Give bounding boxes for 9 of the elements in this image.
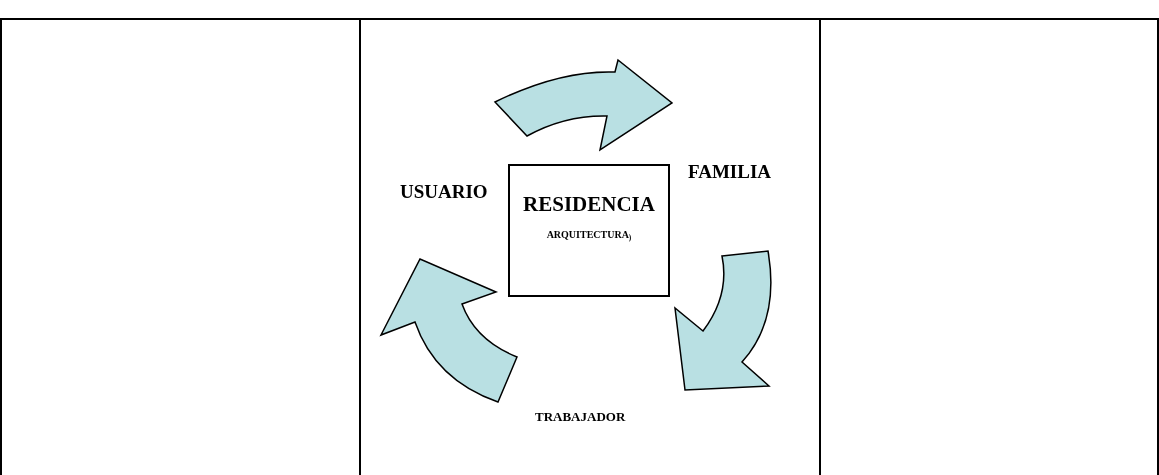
box-title: RESIDENCIA: [523, 191, 655, 218]
box-subtitle: ARQUITECTURA$_{)}$: [546, 228, 632, 243]
node-label: USUARIO: [400, 178, 488, 207]
node-label: FAMILIA: [688, 158, 772, 187]
node-label: TRABAJADOR: [535, 407, 626, 427]
curved-block-arrow: [380, 258, 518, 403]
curved-block-arrow: [494, 59, 673, 151]
curved-block-arrow: [674, 250, 772, 391]
center-box: [508, 164, 670, 297]
